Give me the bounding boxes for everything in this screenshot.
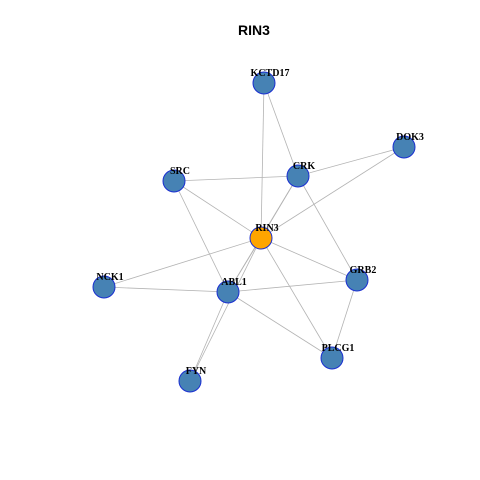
diagram-title: RIN3 <box>238 22 270 38</box>
node-fyn: FYN <box>178 366 207 393</box>
node-plcg1: PLCG1 <box>320 343 355 370</box>
node-grb2: GRB2 <box>345 265 377 292</box>
node-circle-fyn <box>178 369 202 393</box>
node-label-crk: CRK <box>293 161 315 172</box>
edge-rin3-fyn <box>189 237 262 382</box>
node-rin3: RIN3 <box>249 223 279 250</box>
node-label-abl1: ABL1 <box>221 277 247 288</box>
edge-src-rin3 <box>173 180 262 239</box>
edge-abl1-grb2 <box>227 279 358 293</box>
node-circle-plcg1 <box>320 346 344 370</box>
node-abl1: ABL1 <box>216 277 247 304</box>
node-src: SRC <box>162 166 190 193</box>
edge-rin3-plcg1 <box>260 237 333 359</box>
node-label-kctd17: KCTD17 <box>251 68 290 79</box>
node-circle-kctd17 <box>252 71 276 95</box>
edge-kctd17-rin3 <box>260 82 265 239</box>
node-circle-crk <box>286 164 310 188</box>
edge-src-crk <box>173 175 299 182</box>
node-label-nck1: NCK1 <box>96 272 123 283</box>
node-circle-nck1 <box>92 275 116 299</box>
node-kctd17: KCTD17 <box>251 68 290 95</box>
node-circle-dok3 <box>392 135 416 159</box>
edge-dok3-crk <box>297 146 405 177</box>
node-label-grb2: GRB2 <box>350 265 377 276</box>
edge-dok3-rin3 <box>260 146 405 239</box>
edges-layer <box>103 82 405 382</box>
node-nck1: NCK1 <box>92 272 124 299</box>
node-label-src: SRC <box>170 166 190 177</box>
edge-rin3-grb2 <box>260 237 358 281</box>
node-circle-abl1 <box>216 280 240 304</box>
edge-kctd17-crk <box>263 82 299 177</box>
node-circle-src <box>162 169 186 193</box>
node-label-rin3: RIN3 <box>255 223 278 234</box>
node-label-dok3: DOK3 <box>396 132 424 143</box>
node-circle-grb2 <box>345 268 369 292</box>
edge-crk-grb2 <box>297 175 358 281</box>
edge-grb2-plcg1 <box>331 279 358 359</box>
edge-abl1-plcg1 <box>227 291 333 359</box>
node-dok3: DOK3 <box>392 132 424 159</box>
edge-rin3-nck1 <box>103 237 262 288</box>
node-crk: CRK <box>286 161 315 188</box>
edge-src-abl1 <box>173 180 229 293</box>
node-label-fyn: FYN <box>186 366 207 377</box>
node-circle-rin3 <box>249 226 273 250</box>
edge-nck1-abl1 <box>103 286 229 293</box>
node-label-plcg1: PLCG1 <box>322 343 355 354</box>
edge-abl1-fyn <box>189 291 229 382</box>
